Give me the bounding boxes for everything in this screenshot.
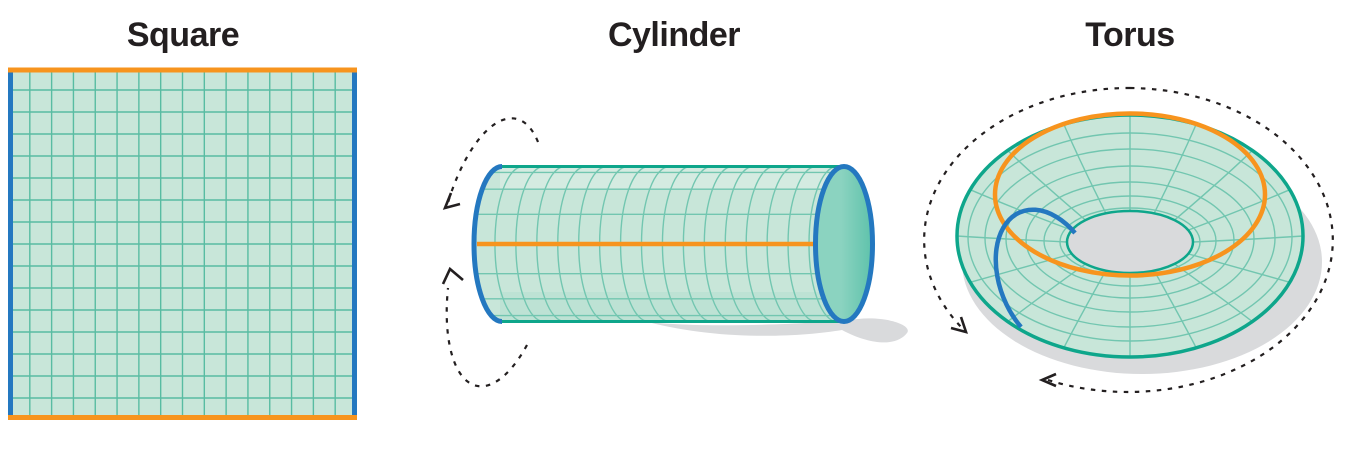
torus-grid-spoke — [1174, 149, 1253, 221]
cylinder-shadow — [648, 318, 908, 343]
torus-title: Torus — [1085, 16, 1175, 54]
cylinder-rotation-arrowhead-lower — [441, 266, 464, 285]
torus-grid-spoke — [1187, 189, 1291, 231]
cylinder-left-rim-blue — [471, 164, 503, 324]
torus-grid-spoke — [1192, 235, 1304, 243]
cylinder-title: Cylinder — [607, 16, 741, 54]
square-figure — [8, 67, 357, 420]
torus-grid-spoke — [1007, 149, 1086, 221]
torus-figure — [923, 86, 1334, 394]
torus-grid-spoke — [956, 235, 1068, 243]
cylinder-end-cap — [813, 164, 875, 324]
square-grid — [8, 68, 357, 420]
square-title: Square — [126, 16, 240, 54]
torus-grid-spoke — [969, 253, 1072, 283]
torus-grid-spoke — [969, 189, 1073, 231]
cylinder-rotation-arc-upper — [445, 117, 540, 207]
torus-rotation-arc-right — [1047, 86, 1334, 394]
torus-longitude-orange — [992, 111, 1268, 278]
cylinder-rotation-arrowhead-upper — [442, 192, 461, 210]
torus-hole — [1065, 209, 1195, 275]
torus-grid-spoke — [1153, 270, 1197, 349]
torus-grid-spoke — [1063, 270, 1107, 349]
cylinder-rotation-arc-lower — [445, 287, 528, 388]
torus-rotation-arc-left — [923, 86, 1131, 329]
cylinder-figure — [441, 117, 908, 388]
torus-rotation-arrowhead-left — [950, 316, 968, 334]
torus-grid-spoke — [1153, 123, 1197, 214]
torus-meridian-blue — [993, 207, 1077, 329]
torus-rotation-arrowhead-bottom — [1038, 372, 1057, 388]
torus-grid-spoke — [1188, 253, 1291, 283]
torus-grid-spoke — [1063, 123, 1107, 214]
cylinder-shade-band — [500, 292, 844, 322]
